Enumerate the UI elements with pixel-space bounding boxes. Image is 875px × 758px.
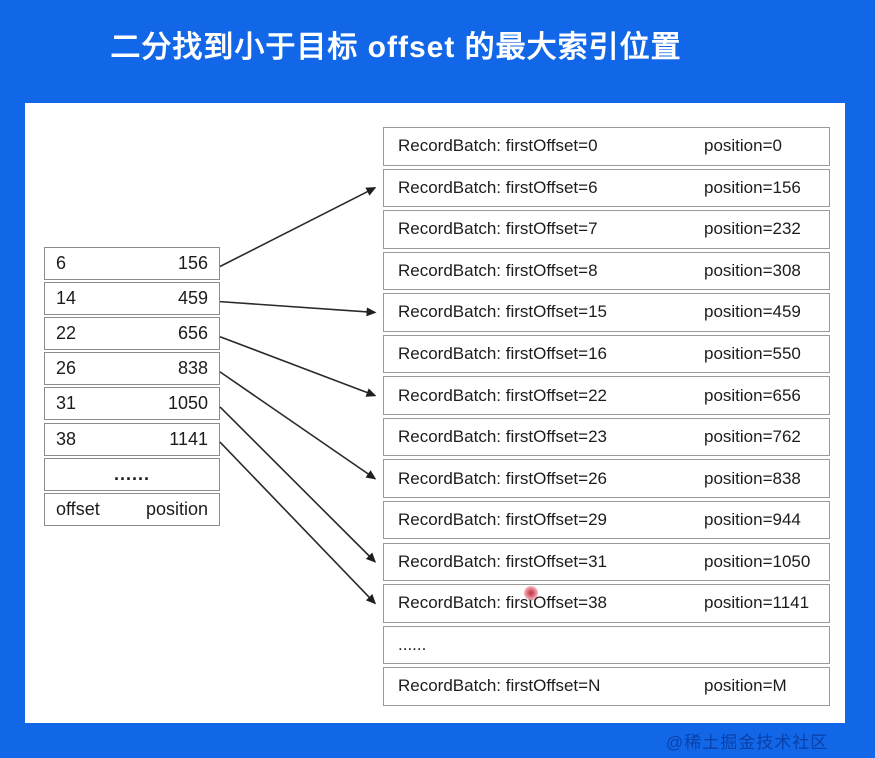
record-batch-label: RecordBatch: firstOffset=23 [398, 427, 607, 447]
watermark: @稀土掘金技术社区 [666, 733, 829, 752]
index-row: 38 1141 [44, 422, 220, 456]
offset-cell: 14 [56, 288, 77, 309]
offset-cell: 31 [56, 393, 77, 414]
offset-column-label: offset [56, 498, 100, 519]
log-row: RecordBatch: firstOffset=N position=M [383, 667, 830, 706]
record-position-label: position=1050 [704, 551, 811, 571]
ellipsis-label: ...... [398, 634, 427, 654]
offset-cell: 6 [56, 253, 67, 273]
position-cell: 459 [177, 288, 208, 309]
log-row: RecordBatch: firstOffset=15 position=459 [383, 293, 830, 332]
position-cell: 1141 [169, 428, 208, 449]
log-ellipsis-row: ...... [383, 625, 830, 665]
record-batch-label: RecordBatch: firstOffset=15 [398, 302, 607, 322]
index-row: 14 459 [44, 282, 220, 316]
log-row: RecordBatch: firstOffset=22 position=656 [383, 376, 830, 415]
index-row: 26 838 [44, 352, 220, 386]
record-batch-label: RecordBatch: firstOffset=31 [398, 551, 607, 571]
log-row: RecordBatch: firstOffset=38 position=1141 [383, 584, 830, 623]
record-batch-label: RecordBatch: firstOffset=0 [398, 136, 598, 156]
record-batch-label: RecordBatch: firstOffset=26 [398, 468, 607, 488]
log-row: RecordBatch: firstOffset=7 position=232 [383, 210, 830, 249]
record-position-label: position=308 [704, 260, 801, 280]
index-row: 31 1050 [44, 387, 220, 421]
record-position-label: position=550 [704, 344, 801, 363]
position-cell: 1050 [167, 393, 208, 414]
ellipsis-label: ...... [113, 463, 150, 484]
position-cell: 156 [177, 253, 208, 273]
offset-cell: 26 [56, 358, 77, 379]
log-row: RecordBatch: firstOffset=23 position=762 [383, 417, 830, 457]
record-position-label: position=838 [704, 468, 801, 488]
record-position-label: position=656 [704, 385, 801, 405]
record-position-label: position=232 [704, 219, 801, 239]
index-row: 22 656 [44, 317, 220, 351]
record-batch-label: RecordBatch: firstOffset=6 [398, 177, 598, 197]
offset-cell: 22 [56, 323, 77, 344]
record-batch-label: RecordBatch: firstOffset=29 [398, 510, 607, 530]
record-position-label: position=459 [704, 302, 801, 322]
log-row: RecordBatch: firstOffset=29 position=944 [383, 500, 830, 540]
record-position-label: position=M [704, 676, 787, 696]
record-position-label: position=762 [704, 427, 801, 447]
log-row: RecordBatch: firstOffset=0 position=0 [383, 127, 830, 166]
log-row: RecordBatch: firstOffset=6 position=156 [383, 168, 830, 208]
position-cell: 838 [177, 358, 208, 379]
record-position-label: position=944 [704, 510, 801, 530]
log-row: RecordBatch: firstOffset=16 position=550 [383, 334, 830, 374]
record-batch-label: RecordBatch: firstOffset=7 [398, 219, 598, 239]
record-position-label: position=156 [704, 177, 801, 197]
index-row: 6 156 [44, 247, 220, 280]
index-header-row: offset position [44, 492, 220, 526]
position-cell: 656 [177, 323, 208, 344]
record-batch-label: RecordBatch: firstOffset=8 [398, 260, 598, 280]
record-position-label: position=0 [704, 136, 782, 156]
log-row: RecordBatch: firstOffset=26 position=838 [383, 459, 830, 498]
offset-cell: 38 [56, 428, 77, 449]
record-position-label: position=1141 [704, 593, 810, 613]
record-batch-label: RecordBatch: firstOffset=22 [398, 385, 607, 405]
record-batch-label: RecordBatch: firstOffset=16 [398, 344, 607, 363]
record-batch-label: RecordBatch: firstOffset=38 [398, 593, 607, 613]
log-row: RecordBatch: firstOffset=31 position=1050 [383, 542, 830, 581]
record-batch-label: RecordBatch: firstOffset=N [398, 676, 601, 696]
log-row: RecordBatch: firstOffset=8 position=308 [383, 251, 830, 291]
position-column-label: position [145, 498, 208, 519]
diagram-title: 二分找到小于目标 offset 的最大索引位置 [110, 31, 682, 64]
red-marker-dot [524, 586, 538, 600]
index-ellipsis-row: ...... [44, 457, 220, 491]
